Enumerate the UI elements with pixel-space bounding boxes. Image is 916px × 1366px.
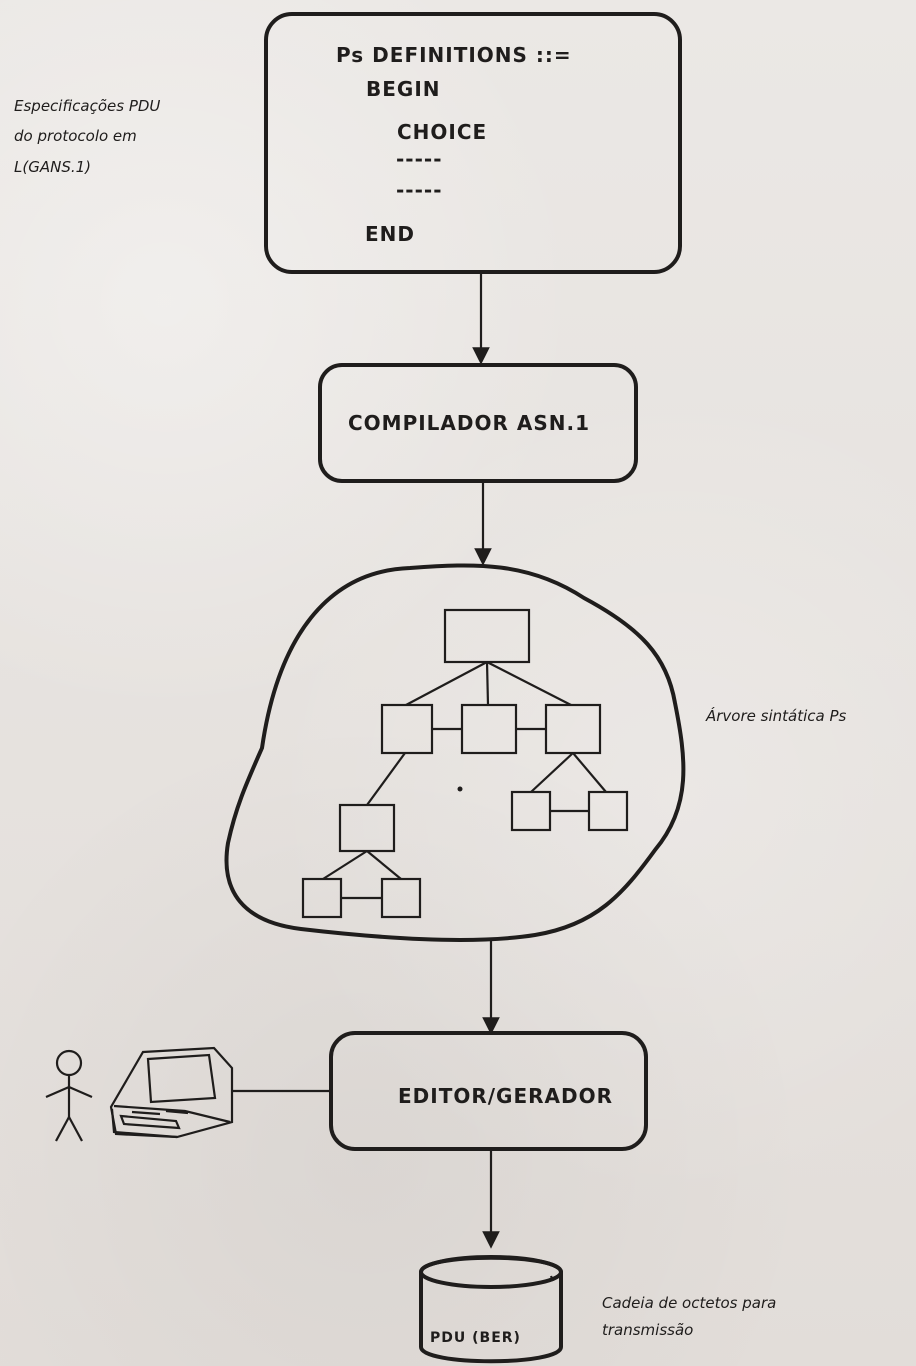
pdu-label: PDU (BER) (430, 1330, 521, 1346)
tree-link-right-down-left (531, 753, 573, 792)
editor-label: EDITOR/GERADOR (398, 1084, 613, 1108)
tree-root-node (445, 610, 529, 662)
tree-link-root-right (487, 662, 571, 705)
left-note-line1: Especificações PDU (14, 97, 160, 115)
right-note-line1: Cadeia de octetos para (602, 1294, 776, 1312)
tree-level1-middle-node (462, 705, 516, 753)
user-stick-figure (46, 1051, 92, 1141)
tree-link-right-down-right (573, 753, 606, 792)
computer-terminal-icon (111, 1048, 232, 1137)
definitions-dash-1: ----- (396, 147, 443, 171)
definitions-dash-2: ----- (396, 178, 443, 202)
left-note-line2: do protocolo em (14, 127, 137, 145)
tree-level1-right-node (546, 705, 600, 753)
tree-link-root-middle (487, 662, 488, 705)
definitions-end: END (365, 222, 415, 246)
tree-level2-left-node (340, 805, 394, 851)
tree-level3-left-node (303, 879, 341, 917)
right-note-line2: transmissão (602, 1321, 693, 1339)
tree-level1-left-node (382, 705, 432, 753)
tree-center-dot (458, 787, 463, 792)
tree-link-bottom-right (367, 851, 401, 879)
tree-label: Árvore sintática Ps (705, 706, 847, 725)
definitions-title: Ps DEFINITIONS ::= (336, 43, 572, 67)
syntax-tree-cloud (227, 565, 684, 939)
tree-link-root-left (406, 662, 487, 705)
tree-link-left-down (367, 753, 405, 805)
tree-level2-right-left-node (512, 792, 550, 830)
tree-level3-right-node (382, 879, 420, 917)
left-note-line3: L(GANS.1) (14, 158, 91, 176)
tree-level2-right-right-node (589, 792, 627, 830)
definitions-choice: CHOICE (397, 120, 487, 144)
tree-link-bottom-left (323, 851, 367, 879)
definitions-begin: BEGIN (366, 77, 441, 101)
compiler-label: COMPILADOR ASN.1 (348, 411, 590, 435)
pdu-database-top (421, 1257, 561, 1287)
